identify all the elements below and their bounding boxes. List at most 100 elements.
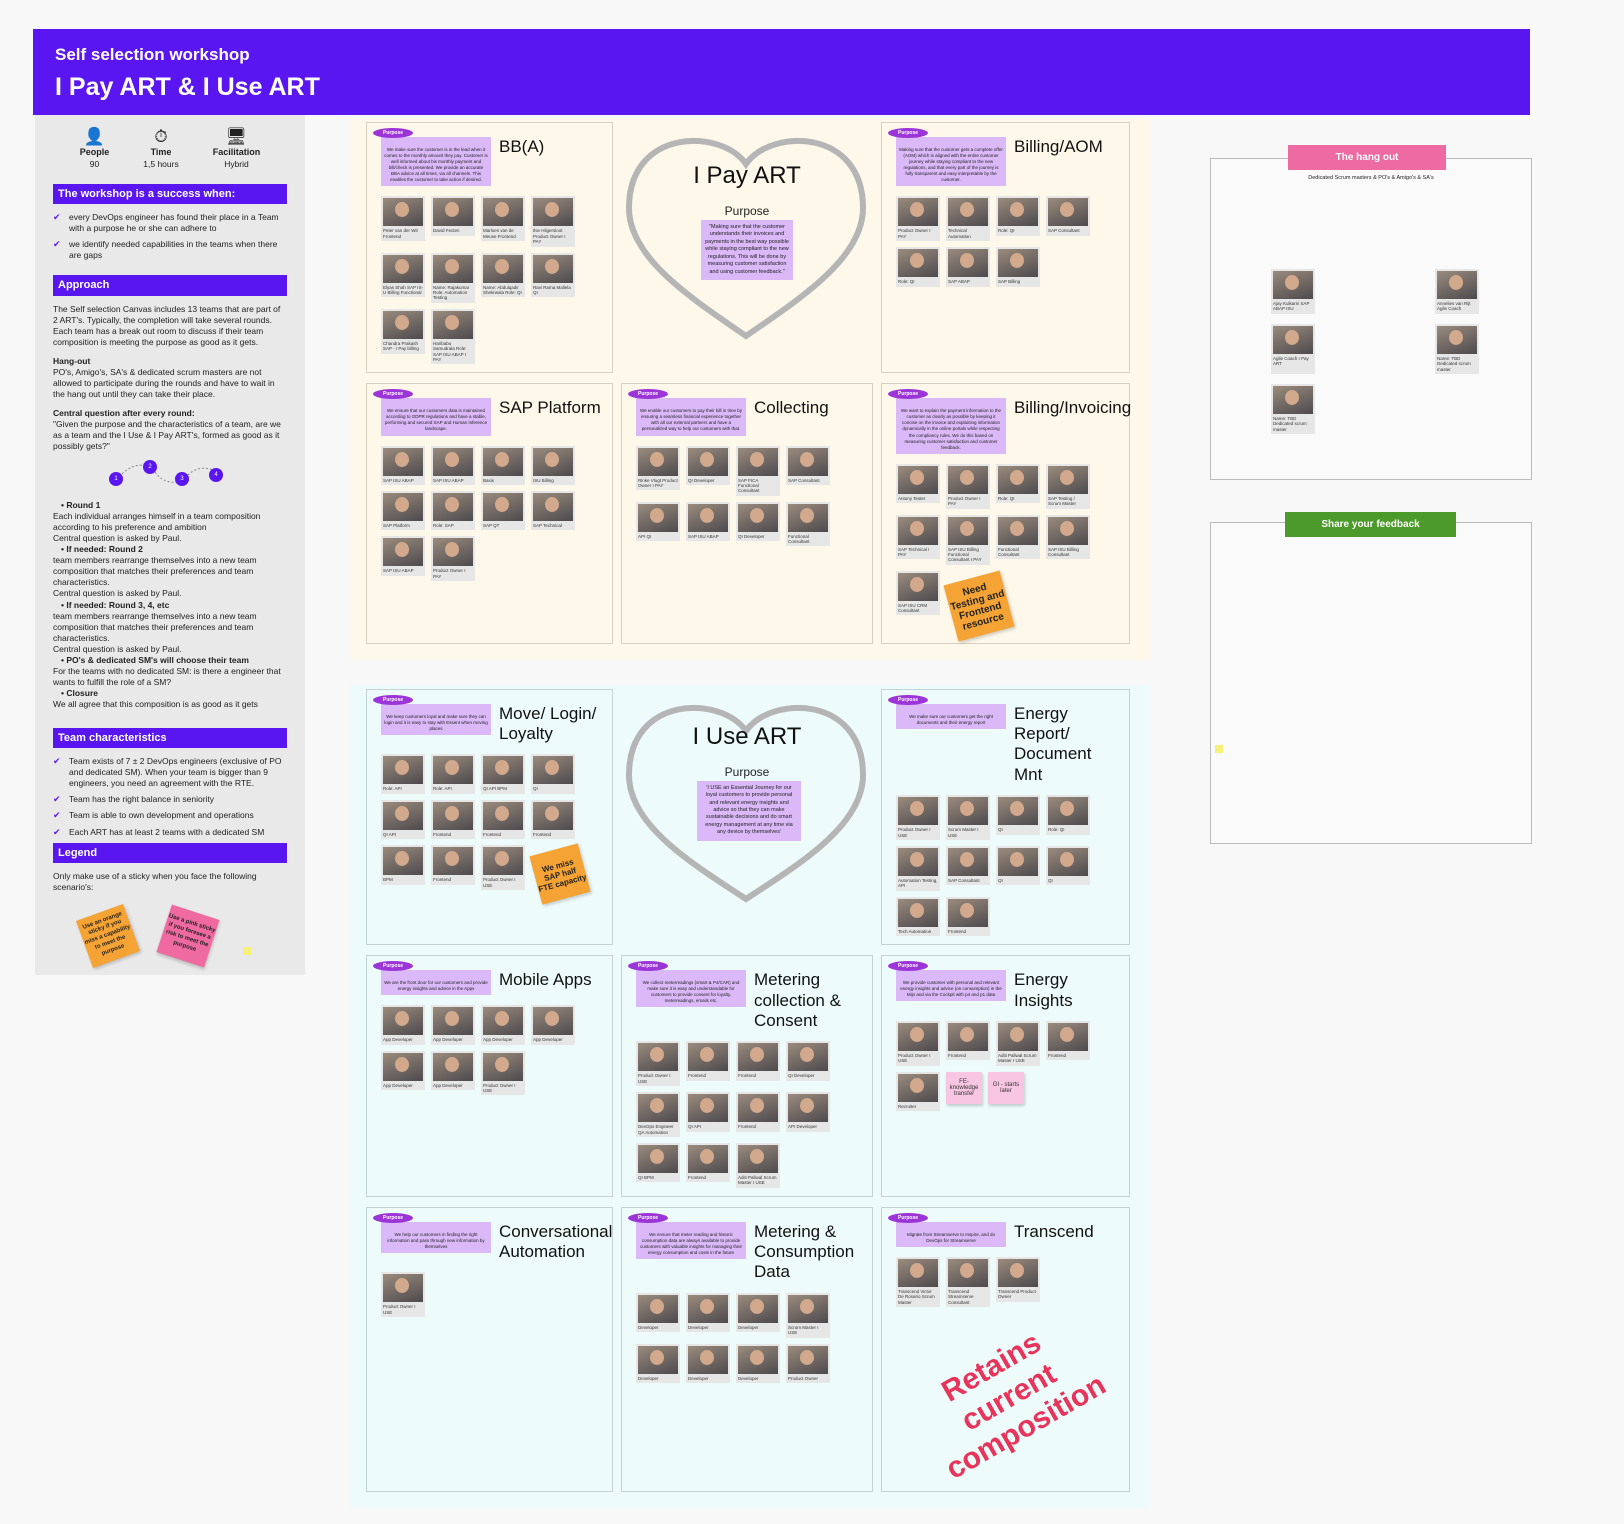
member-card[interactable]: App Developer xyxy=(431,1005,475,1045)
member-card[interactable]: SAP ABAP xyxy=(946,247,990,287)
member-card[interactable]: Technical Automation xyxy=(946,196,990,242)
member-card[interactable]: QI API xyxy=(686,1092,730,1132)
member-card[interactable]: SAP ISU CRM Consultant xyxy=(896,570,940,616)
team-card-metering-consumption[interactable]: We ensure that meter reading and histori… xyxy=(621,1206,873,1492)
member-card[interactable]: QI xyxy=(531,754,575,794)
gi-later-sticky[interactable]: GI - starts later xyxy=(988,1071,1024,1104)
member-card[interactable]: Frontend xyxy=(946,1020,990,1061)
member-card[interactable]: App Developer xyxy=(431,1050,475,1091)
member-card[interactable]: SAP ISU Billing Functional Consultant I … xyxy=(946,514,990,565)
member-card[interactable]: Frontend xyxy=(481,799,525,840)
member-card[interactable]: Basis xyxy=(481,445,525,485)
member-card[interactable]: Frontend xyxy=(431,799,475,840)
yellow-sticky[interactable] xyxy=(1215,745,1223,753)
member-card[interactable]: SAP Billing xyxy=(996,247,1040,287)
member-card[interactable]: Product Owner I USE xyxy=(481,1050,525,1096)
member-card[interactable]: Name: Rajakumar Role: Automation Testing xyxy=(431,252,475,303)
member-card[interactable]: Marloes van de Meuse Frontend xyxy=(481,196,525,242)
member-card[interactable]: Frontend xyxy=(736,1041,780,1081)
member-card[interactable]: Product Owner I PAY xyxy=(896,196,940,242)
member-card[interactable]: SAP ISU ABAP xyxy=(381,536,425,576)
member-card[interactable]: Scrum Master I USE xyxy=(946,795,990,841)
member-card[interactable]: Product Owner I USE xyxy=(481,845,525,891)
member-card[interactable]: Scrum Master I USE xyxy=(786,1292,830,1338)
member-card[interactable]: App Developer xyxy=(531,1005,575,1045)
member-card[interactable]: David Fecten xyxy=(431,196,475,236)
member-card[interactable]: Role: QI xyxy=(996,463,1040,504)
team-card-energy-insights[interactable]: We provide customer with personal and re… xyxy=(881,955,1130,1197)
member-card[interactable]: SAP Platform xyxy=(381,490,425,531)
member-card[interactable]: Elyas Shah SAP IS-U Billing Functional xyxy=(381,252,425,298)
member-card[interactable]: API Developer xyxy=(786,1092,830,1132)
member-card[interactable]: QI xyxy=(996,795,1040,835)
member-card[interactable]: App Developer xyxy=(481,1005,525,1045)
member-card[interactable]: SAP Consultant xyxy=(786,445,830,485)
team-card-move-login-loyalty[interactable]: We keep customers loyal and make sure th… xyxy=(366,688,613,946)
member-card[interactable]: Haribabu Samudrala Role: SAP ISU ABAP I … xyxy=(431,308,475,365)
member-card[interactable]: Product Owner xyxy=(786,1343,830,1384)
member-card[interactable]: Transcend Victor De Rosario Scrum Master xyxy=(896,1256,940,1307)
member-card[interactable]: Frontend xyxy=(531,799,575,840)
member-card[interactable]: Product Owner I PAY xyxy=(431,536,475,582)
member-card[interactable]: QI Developer xyxy=(686,445,730,485)
member-card[interactable]: Role: API xyxy=(381,754,425,794)
member-card[interactable]: Frontend xyxy=(736,1092,780,1132)
team-card-metering-collection-consent[interactable]: We collect meterreadings (smart & P4/CAR… xyxy=(621,955,873,1197)
member-card[interactable]: Ajay Kulkarni SAP ABAP ISU xyxy=(1271,269,1315,314)
member-card[interactable]: QI xyxy=(1046,846,1090,886)
team-card-transcend[interactable]: Migrate from Streamserve to Inspire, and… xyxy=(881,1206,1130,1492)
legend-pink-sticky[interactable]: Use a pink sticky if you foresee a risk … xyxy=(156,904,220,968)
member-card[interactable]: SAP FICA Functional Consultant xyxy=(736,445,780,496)
member-card[interactable]: Developer xyxy=(736,1292,780,1333)
member-card[interactable]: Recruiter xyxy=(896,1071,940,1112)
member-card[interactable]: Antony Tester xyxy=(896,463,940,504)
member-card[interactable]: Frontend xyxy=(686,1142,730,1183)
member-card[interactable]: SAP ISU ABAP xyxy=(381,445,425,485)
member-card[interactable]: Product Owner I USE xyxy=(381,1272,425,1318)
team-card-collecting[interactable]: We enable our customers to pay their bil… xyxy=(621,383,873,644)
member-card[interactable]: Frontend xyxy=(946,896,990,937)
member-card[interactable]: Chandra Prakash SAP - I Pay billing xyxy=(381,308,425,354)
member-card[interactable]: Transcend Product Owner xyxy=(996,1256,1040,1302)
feedback-box[interactable] xyxy=(1210,522,1532,844)
member-card[interactable]: SAP ISU ABAP xyxy=(686,501,730,542)
member-card[interactable]: Ilse Hilgersloot Product Owner I PAY xyxy=(531,196,575,247)
member-card[interactable]: Developer xyxy=(686,1343,730,1384)
team-card-conversational-automation[interactable]: We help our customers in finding the rig… xyxy=(366,1206,613,1492)
member-card[interactable]: Frontend xyxy=(1046,1020,1090,1061)
member-card[interactable]: Transcend Streamserve Consultant xyxy=(946,1256,990,1307)
member-card[interactable]: Developer xyxy=(736,1343,780,1384)
member-card[interactable]: Product Owner I USE xyxy=(896,1020,940,1066)
need-testing-sticky[interactable]: Need Testing and Frontend resource xyxy=(943,570,1015,642)
member-card[interactable]: QI API BPM xyxy=(481,754,525,794)
member-card[interactable]: SAP ISU ABAP xyxy=(431,445,475,485)
member-card[interactable]: App Developer xyxy=(381,1005,425,1045)
team-card-bba[interactable]: We make sure the customer is in the lead… xyxy=(366,122,613,374)
member-card[interactable]: SAP Technical xyxy=(531,490,575,531)
member-card[interactable]: Tech Automation xyxy=(896,896,940,937)
member-card[interactable]: Product Owner I USE xyxy=(636,1041,680,1087)
member-card[interactable]: Role: QI xyxy=(996,196,1040,236)
member-card[interactable]: Agile Coach I Pay ART xyxy=(1271,323,1315,374)
member-card[interactable]: SAP Consultant xyxy=(946,846,990,886)
legend-orange-sticky[interactable]: Use an orange sticky if you miss a capab… xyxy=(75,903,141,968)
team-card-billing-invoicing[interactable]: We want to explain the payment informati… xyxy=(881,383,1131,644)
fe-knowledge-sticky[interactable]: FE-knowledge transfer xyxy=(946,1071,982,1104)
member-card[interactable]: ISU Billing xyxy=(531,445,575,485)
member-card[interactable]: Developer xyxy=(686,1292,730,1333)
member-card[interactable]: Frontend xyxy=(431,845,475,885)
yellow-sticky[interactable] xyxy=(243,946,251,955)
member-card[interactable]: Annelies van Rijt Agile Coach xyxy=(1435,269,1479,314)
member-card[interactable]: Functional Consultant xyxy=(786,501,830,547)
member-card[interactable]: QI API xyxy=(381,799,425,840)
member-card[interactable]: Functional Consultant xyxy=(996,514,1040,560)
team-card-billing-aom[interactable]: Making sure that the customer gets a com… xyxy=(881,122,1130,374)
member-card[interactable]: API QI xyxy=(636,501,680,542)
member-card[interactable]: App Developer xyxy=(381,1050,425,1091)
member-card[interactable]: Aditi Paliwal Scrum Master I USE xyxy=(996,1020,1040,1066)
miss-sap-sticky[interactable]: We miss SAP half FTE capacity xyxy=(529,843,591,905)
member-card[interactable]: Developer xyxy=(636,1292,680,1333)
member-card[interactable]: QI Developer xyxy=(786,1041,830,1081)
team-card-energy-report[interactable]: We make sure our customers get the right… xyxy=(881,688,1130,946)
member-card[interactable]: Role: QI xyxy=(1046,795,1090,835)
